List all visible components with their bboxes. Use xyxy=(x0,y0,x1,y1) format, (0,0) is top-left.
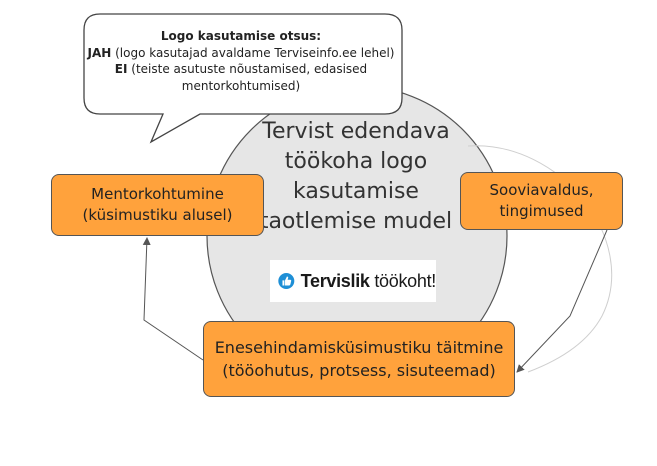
logo-text-light: töökoht! xyxy=(369,270,436,291)
logo-text-bold: Tervislik xyxy=(300,270,370,291)
callout-no-text: (teiste asutuste nõustamised, edasised m… xyxy=(127,62,368,93)
title-line: taotlemise mudel xyxy=(259,209,453,234)
title-line: töökoha logo xyxy=(284,149,428,174)
callout-no-line: EI (teiste asutuste nõustamised, edasise… xyxy=(86,61,396,94)
thumbs-up-icon xyxy=(278,273,295,289)
step-label: (küsimustiku alusel) xyxy=(82,206,233,224)
callout-yes-text: (logo kasutajad avaldame Terviseinfo.ee … xyxy=(111,45,395,60)
step-self-assessment: Enesehindamisküsimustiku täitmine (tööoh… xyxy=(203,321,515,397)
title-line: Tervist edendava xyxy=(262,119,450,144)
step-label: Sooviavaldus, xyxy=(489,181,594,199)
step-mentor-meeting: Mentorkohtumine (küsimustiku alusel) xyxy=(51,174,264,236)
logo-wordmark: Tervislik töökoht! xyxy=(300,270,437,292)
callout-heading: Logo kasutamise otsus: xyxy=(160,29,322,43)
callout-no-key: EI xyxy=(114,62,128,76)
step-label: tingimused xyxy=(499,202,584,220)
step-application: Sooviavaldus, tingimused xyxy=(460,172,623,230)
step-label: Mentorkohtumine xyxy=(91,185,224,203)
outer-arc xyxy=(467,145,613,373)
callout-yes-key: JAH xyxy=(87,45,112,60)
step-label: (tööohutus, protsess, sisuteemad) xyxy=(222,361,496,380)
step-label: Enesehindamisküsimustiku täitmine xyxy=(214,338,504,357)
decision-callout: Logo kasutamise otsus: JAH (logo kasutaj… xyxy=(86,28,396,94)
arrow-wish-to-self xyxy=(516,229,608,373)
title-line: kasutamise xyxy=(293,179,419,204)
callout-bubble xyxy=(83,13,403,144)
callout-yes-line: JAH (logo kasutajad avaldame Terviseinfo… xyxy=(86,45,396,62)
arrow-self-to-mentor xyxy=(142,237,204,361)
model-title: Tervist edendava töökoha logo kasutamise… xyxy=(246,117,466,237)
healthy-workplace-logo: Tervislik töökoht! xyxy=(270,260,436,302)
